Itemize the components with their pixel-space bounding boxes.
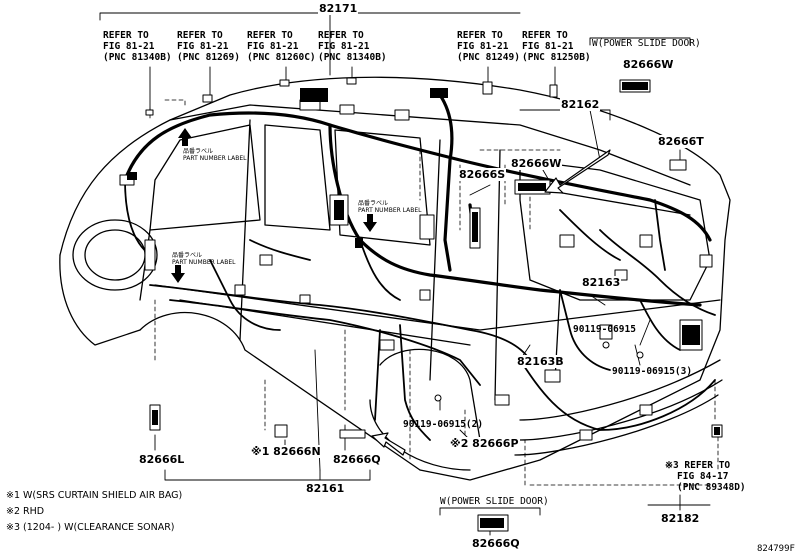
part-90119-b: 90119-06915(3): [612, 366, 693, 377]
label-arrows: [171, 128, 377, 283]
part-82161: 82161: [305, 482, 346, 495]
footnote-2: ※2 RHD: [6, 506, 45, 517]
part-82162: 82162: [560, 98, 601, 111]
pointer-arrows: [371, 149, 611, 456]
part-82666q-a: 82666Q: [332, 453, 382, 466]
part-90119-a: 90119-06915: [573, 324, 636, 335]
part-82182: 82182: [660, 512, 701, 525]
part-90119-c: 90119-06915(2): [403, 419, 484, 430]
footnote-3: ※3 (1204- ) W(CLEARANCE SONAR): [6, 522, 175, 533]
power-slide-door-bottom: W(POWER SLIDE DOOR): [440, 496, 549, 507]
footnote-1: ※1 W(SRS CURTAIN SHIELD AIR BAG): [6, 490, 183, 501]
part-82666w-mid: 82666W: [510, 157, 563, 170]
bolts: [434, 341, 644, 402]
part-82171: 82171: [318, 2, 359, 15]
part-82666q-b: 82666Q: [471, 537, 521, 550]
part-82666l: 82666L: [138, 453, 186, 466]
part-82666s: 82666S: [458, 168, 507, 181]
figure-id: 824799F: [757, 544, 795, 554]
part-82666t: 82666T: [657, 135, 705, 148]
part-82163b: 82163B: [516, 355, 565, 368]
floor-harness: [124, 179, 716, 441]
part-82666w-top: 82666W: [622, 58, 675, 71]
connector-clusters: [127, 82, 720, 528]
part-82666p: ※2 82666P: [449, 437, 520, 450]
part-82666n: ※1 82666N: [250, 445, 322, 458]
part-82163: 82163: [581, 276, 622, 289]
power-slide-door-top: W(POWER SLIDE DOOR): [592, 38, 701, 49]
